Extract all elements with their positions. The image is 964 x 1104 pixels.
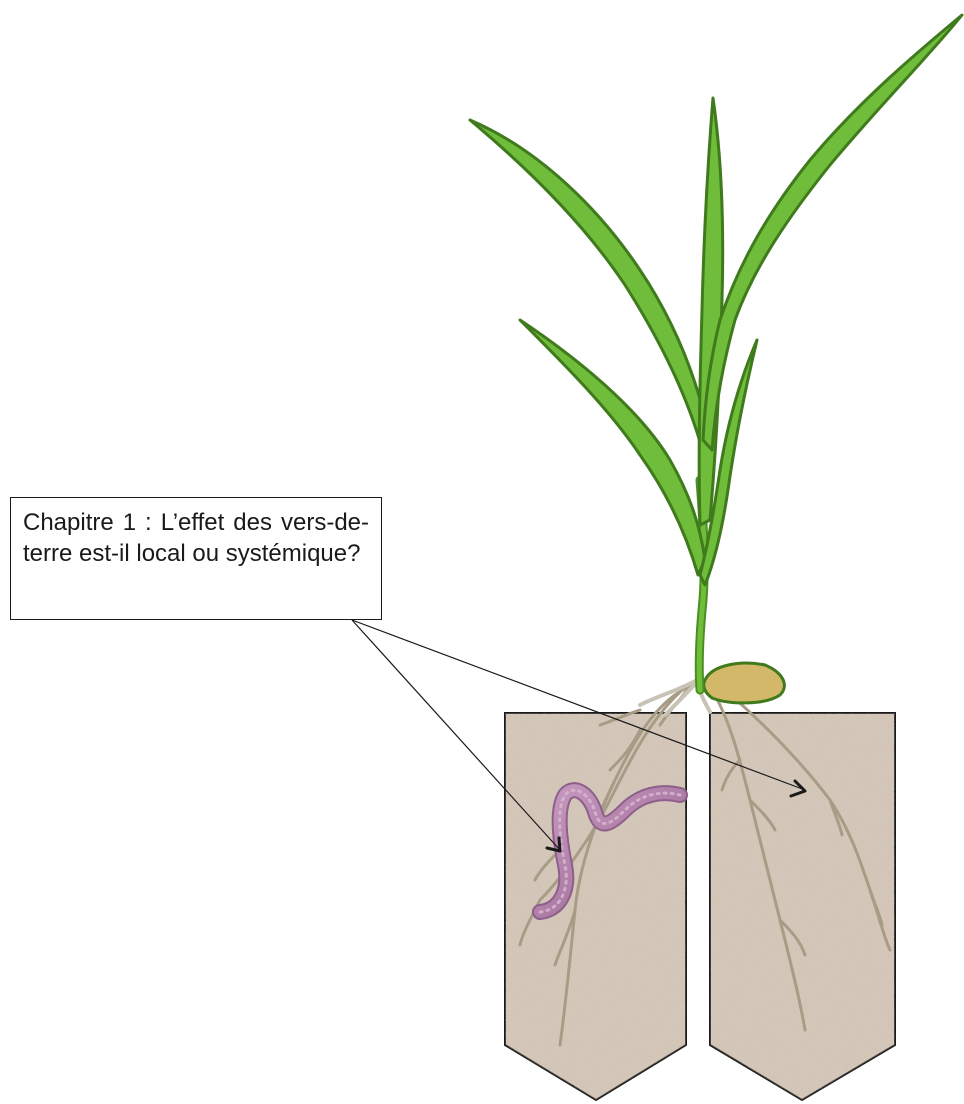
chapter-callout-text: Chapitre 1 : L’effet des vers-de-terre e… [23, 509, 369, 567]
soil-pot-left [505, 713, 686, 1100]
plant-leaves [470, 15, 962, 585]
leaf-upper-left [470, 120, 710, 460]
seed [704, 663, 785, 703]
soil-pot-right [710, 713, 895, 1100]
leaf-center [699, 98, 723, 525]
chapter-callout-box: Chapitre 1 : L’effet des vers-de-terre e… [10, 497, 382, 620]
